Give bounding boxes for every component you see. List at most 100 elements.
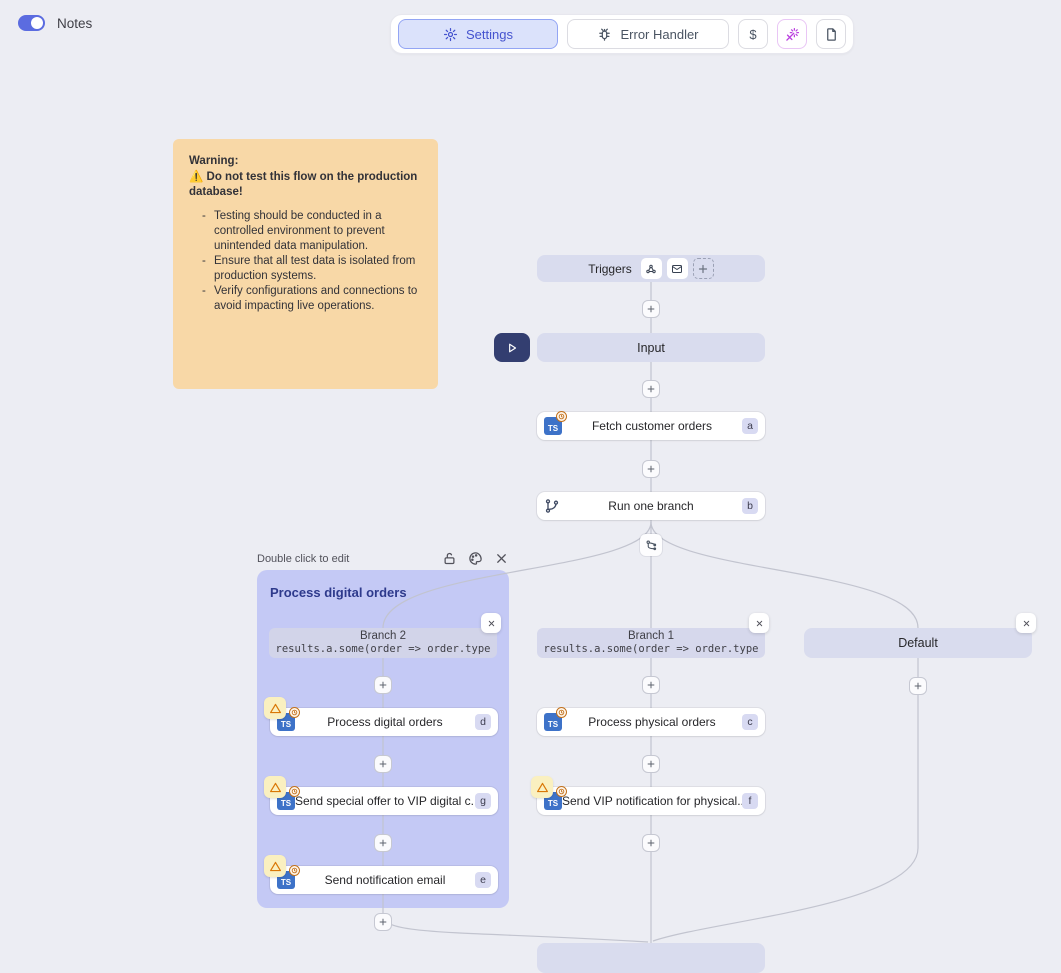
plus-icon — [379, 681, 387, 689]
wand-off-icon — [785, 27, 799, 41]
step-node-a[interactable]: TS Fetch customer orders a — [537, 411, 765, 440]
notes-toggle-label: Notes — [57, 15, 93, 31]
warning-triangle-badge[interactable] — [264, 855, 286, 877]
insert-step-button[interactable] — [374, 755, 392, 773]
bug-icon — [599, 28, 611, 41]
insert-step-button[interactable] — [642, 755, 660, 773]
unlock-icon[interactable] — [442, 551, 457, 566]
play-icon — [509, 343, 517, 352]
branch-label: Default — [898, 636, 938, 650]
typescript-icon: TS — [544, 707, 567, 731]
docs-button[interactable] — [816, 19, 846, 49]
step-id-badge: d — [475, 714, 491, 730]
warning-triangle-badge[interactable] — [264, 776, 286, 798]
run-flow-button[interactable] — [494, 333, 530, 362]
warning-note[interactable]: Warning: ⚠️ Do not test this flow on the… — [173, 139, 438, 389]
step-node-c[interactable]: TS Process physical orders c — [537, 707, 765, 736]
plus-icon — [647, 760, 655, 768]
group-box-process-digital-orders[interactable] — [257, 570, 509, 908]
add-trigger-button[interactable] — [692, 258, 714, 279]
settings-button[interactable]: Settings — [398, 19, 558, 49]
remove-branch-button[interactable] — [481, 613, 501, 633]
typescript-icon: TS — [544, 411, 567, 435]
branch-2-header[interactable]: Branch 2 results.a.some(order => order.t… — [269, 628, 497, 658]
warning-triangle-icon — [536, 782, 548, 792]
insert-step-button[interactable] — [642, 460, 660, 478]
ai-wand-off-button[interactable] — [777, 19, 807, 49]
insert-step-button[interactable] — [374, 913, 392, 931]
email-trigger-button[interactable] — [666, 258, 688, 279]
warning-bullet: Ensure that all test data is isolated fr… — [202, 254, 422, 284]
toggle-knob — [31, 17, 43, 29]
plus-icon — [647, 305, 655, 313]
plus-icon — [647, 465, 655, 473]
cache-clock-icon — [556, 411, 567, 422]
mail-icon — [672, 264, 683, 273]
default-branch-header[interactable]: Default — [804, 628, 1032, 658]
insert-step-button[interactable] — [642, 834, 660, 852]
insert-step-button[interactable] — [909, 677, 927, 695]
step-node-b[interactable]: Run one branch b — [537, 492, 765, 520]
insert-step-button[interactable] — [374, 834, 392, 852]
close-icon — [1023, 620, 1029, 626]
insert-step-button[interactable] — [642, 676, 660, 694]
step-label: Process digital orders — [327, 715, 443, 729]
warning-triangle-icon — [269, 861, 281, 871]
ts-label: TS — [547, 424, 559, 433]
step-label: Fetch customer orders — [591, 419, 713, 433]
plus-icon — [647, 385, 655, 393]
merge-node[interactable] — [537, 943, 765, 973]
close-icon — [488, 620, 494, 626]
insert-step-button[interactable] — [374, 676, 392, 694]
file-icon — [826, 27, 836, 41]
branch-1-header[interactable]: Branch 1 results.a.some(order => order.t… — [537, 628, 765, 658]
warning-alert: ⚠️ Do not test this flow on the producti… — [189, 170, 418, 199]
insert-step-button[interactable] — [642, 380, 660, 398]
step-label: Send special offer to VIP digital c... — [295, 794, 475, 808]
branch-label: Branch 2 — [359, 630, 407, 642]
plus-icon — [914, 682, 922, 690]
notes-toggle[interactable] — [18, 15, 45, 31]
step-id-badge: c — [742, 714, 758, 730]
palette-icon[interactable] — [468, 551, 483, 566]
plus-icon — [379, 918, 387, 926]
remove-branch-button[interactable] — [1016, 613, 1036, 633]
branch-split-node[interactable] — [640, 534, 662, 556]
group-box-title: Process digital orders — [270, 585, 407, 600]
warning-bullet: Testing should be conducted in a control… — [202, 209, 422, 254]
step-id-badge: b — [742, 498, 758, 514]
input-node[interactable]: Input — [537, 333, 765, 362]
error-handler-button[interactable]: Error Handler — [567, 19, 729, 49]
step-id-badge: g — [475, 793, 491, 809]
webhook-trigger-button[interactable] — [640, 258, 662, 279]
close-icon — [756, 620, 762, 626]
cache-clock-icon — [289, 865, 300, 876]
warning-triangle-badge[interactable] — [264, 697, 286, 719]
ts-label: TS — [280, 799, 292, 808]
cache-clock-icon — [289, 707, 300, 718]
pricing-button[interactable]: $ — [738, 19, 768, 49]
plus-icon — [379, 839, 387, 847]
flow-connectors — [382, 282, 919, 947]
group-edit-hint: Double click to edit — [257, 552, 350, 565]
step-id-badge: e — [475, 872, 491, 888]
remove-branch-button[interactable] — [749, 613, 769, 633]
warning-triangle-icon — [269, 782, 281, 792]
flow-toolbar: Settings Error Handler $ — [390, 14, 854, 54]
triggers-label: Triggers — [588, 261, 632, 276]
step-node-d[interactable]: TS Process digital orders d — [270, 707, 498, 736]
triggers-bar[interactable]: Triggers — [537, 255, 765, 282]
step-label: Send notification email — [324, 873, 446, 887]
insert-step-button[interactable] — [642, 300, 660, 318]
close-icon[interactable] — [494, 551, 509, 566]
cache-clock-icon — [556, 786, 567, 797]
error-handler-label: Error Handler — [620, 26, 699, 42]
step-node-f[interactable]: TS Send VIP notification for physical...… — [537, 786, 765, 815]
step-node-e[interactable]: TS Send notification email e — [270, 865, 498, 894]
warning-triangle-badge[interactable] — [531, 776, 553, 798]
branch-expression: results.a.some(order => order.type — [275, 643, 491, 655]
gear-icon — [443, 27, 458, 41]
step-node-g[interactable]: TS Send special offer to VIP digital c..… — [270, 786, 498, 815]
branch-expression: results.a.some(order => order.type — [543, 643, 759, 655]
step-label: Process physical orders — [588, 715, 716, 729]
